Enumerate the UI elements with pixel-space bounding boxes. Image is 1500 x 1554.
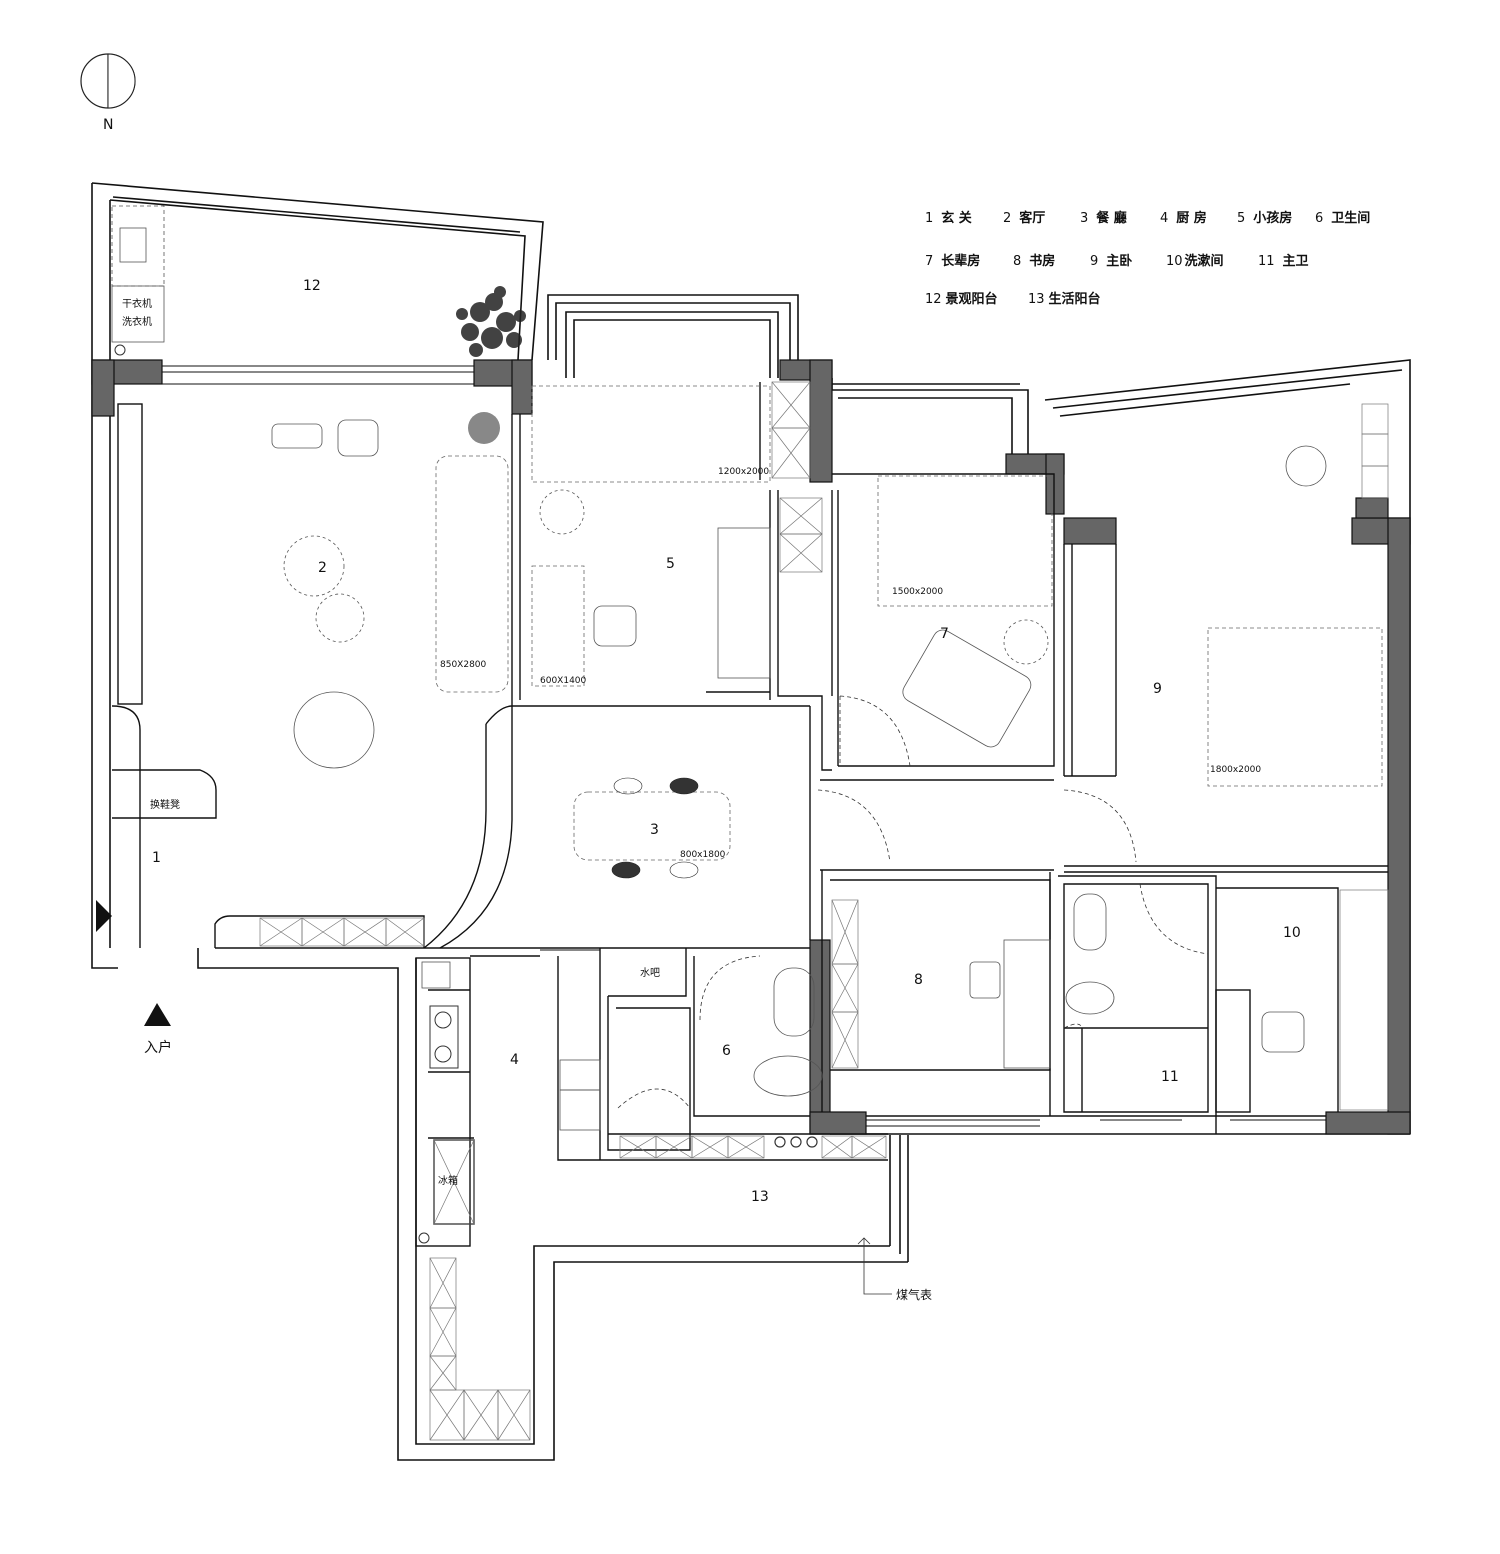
- room-label-8: 8: [914, 972, 923, 988]
- legend-num: 9: [1090, 254, 1099, 269]
- drain-icon: [418, 1232, 430, 1244]
- gas-meter-marker: [857, 1237, 892, 1295]
- gas-meter-label: 煤气表: [896, 1287, 932, 1302]
- legend-name: 主卫: [1282, 254, 1309, 269]
- beds: [435, 385, 1383, 861]
- kid-desk-dimension: 600X1400: [540, 676, 587, 686]
- cabinets: [259, 381, 1389, 1441]
- legend-name: 客厅: [1019, 211, 1046, 226]
- room-label-4: 4: [510, 1052, 519, 1068]
- furniture: [271, 419, 1327, 1131]
- legend-num: 6: [1315, 211, 1324, 226]
- floor-lamp-icon: [468, 412, 500, 444]
- drain-icon: [114, 344, 126, 356]
- legend-item-6: 6 卫生间: [1315, 207, 1370, 226]
- washer-dryer: [111, 205, 165, 343]
- structural-columns: [91, 359, 1411, 1135]
- room-label-2: 2: [318, 560, 327, 576]
- legend-item-8: 8 书房: [1013, 250, 1055, 269]
- sink-icon: [774, 1136, 818, 1148]
- door-swings: [617, 695, 1209, 1109]
- room-label-7: 7: [940, 626, 949, 642]
- master-bed-dimension: 1800x2000: [1210, 765, 1261, 775]
- legend-item-7: 7 长辈房: [925, 250, 980, 269]
- dining-table-dimension: 800x1800: [680, 850, 726, 860]
- compass-label: N: [103, 117, 113, 133]
- legend-item-2: 2 客厅: [1003, 207, 1045, 226]
- room-label-11: 11: [1161, 1069, 1179, 1085]
- legend-name: 书房: [1029, 254, 1056, 269]
- legend-name: 卫生间: [1331, 211, 1371, 226]
- stove-icon: [429, 1005, 459, 1069]
- windows: [162, 365, 1326, 1127]
- elder-bed-dimension: 1500x2000: [892, 587, 943, 597]
- room-label-3: 3: [650, 822, 659, 838]
- room-label-6: 6: [722, 1043, 731, 1059]
- legend-name: 洗漱间: [1184, 254, 1224, 269]
- dining-chairs: [611, 777, 699, 879]
- dryer-label: 干衣机: [122, 297, 152, 310]
- interior-walls: [111, 382, 1388, 1247]
- entry-label: 入户: [144, 1039, 172, 1056]
- legend-num: 11: [1258, 254, 1275, 269]
- legend-item-5: 5 小孩房: [1237, 207, 1292, 226]
- legend-num: 1: [925, 211, 934, 226]
- legend-num: 12: [925, 292, 942, 307]
- legend-name: 餐 廳: [1096, 211, 1127, 226]
- legend-name: 长辈房: [941, 254, 981, 269]
- legend-item-1: 1 玄 关: [925, 207, 972, 226]
- legend-name: 厨 房: [1176, 211, 1207, 226]
- legend-name: 生活阳台: [1048, 292, 1101, 307]
- legend-item-4: 4 厨 房: [1160, 207, 1207, 226]
- legend-name: 主卧: [1106, 254, 1133, 269]
- fridge-label: 冰箱: [438, 1174, 458, 1187]
- entry-arrow-icon: [144, 1003, 171, 1026]
- room-label-13: 13: [751, 1189, 769, 1205]
- legend-name: 景观阳台: [945, 292, 998, 307]
- room-label-5: 5: [666, 556, 675, 572]
- legend-item-11: 11 主卫: [1258, 250, 1309, 269]
- legend-name: 小孩房: [1253, 211, 1293, 226]
- legend-num: 10: [1166, 254, 1183, 269]
- water-bar-label: 水吧: [640, 967, 660, 979]
- legend-num: 4: [1160, 211, 1169, 226]
- legend-name: 玄 关: [941, 211, 972, 226]
- sofa-dimension: 850X2800: [440, 660, 487, 670]
- legend-num: 13: [1028, 292, 1045, 307]
- room-label-9: 9: [1153, 681, 1162, 697]
- room-label-12: 12: [303, 278, 321, 294]
- legend-num: 8: [1013, 254, 1022, 269]
- legend-num: 5: [1237, 211, 1246, 226]
- exterior-walls: [91, 182, 1411, 1461]
- plant-icon: [456, 286, 526, 357]
- compass-icon: [80, 53, 136, 109]
- entry-arrow-icon: [96, 900, 112, 932]
- room-label-10: 10: [1283, 925, 1301, 941]
- legend-item-9: 9 主卧: [1090, 250, 1132, 269]
- kid-bed-dimension: 1200x2000: [718, 467, 769, 477]
- shoe-bench-label: 换鞋凳: [150, 798, 180, 811]
- legend-item-3: 3 餐 廳: [1080, 207, 1127, 226]
- room-label-1: 1: [152, 850, 161, 866]
- legend-num: 2: [1003, 211, 1012, 226]
- legend-num: 3: [1080, 211, 1089, 226]
- legend-num: 7: [925, 254, 934, 269]
- washer-label: 洗衣机: [122, 315, 152, 328]
